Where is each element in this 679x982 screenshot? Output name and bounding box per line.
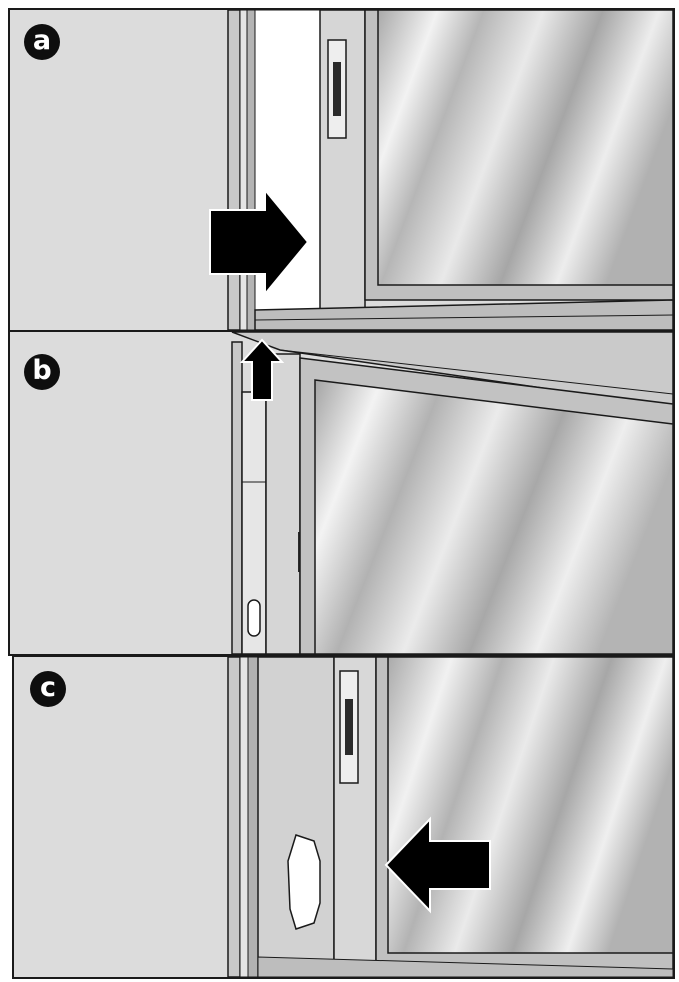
step-label-a: a — [24, 24, 60, 60]
latch-slot — [333, 62, 341, 116]
jamb-strip — [247, 657, 259, 977]
step-label-b: b — [24, 354, 60, 390]
bottom-rail — [257, 956, 673, 977]
latch-slot — [345, 699, 353, 755]
panel-b: b — [8, 330, 675, 656]
jamb-strip — [231, 341, 243, 654]
glass-pane — [314, 379, 673, 654]
panel-b-illustration — [10, 332, 673, 654]
handle-cutout — [247, 599, 261, 637]
handle-cutout — [287, 834, 321, 930]
glass-pane — [377, 10, 673, 286]
glass-pane — [387, 657, 673, 954]
jamb-strip — [239, 10, 248, 330]
bottom-rail — [254, 299, 673, 330]
jamb-strip — [239, 657, 249, 977]
rail-edge — [279, 349, 673, 395]
jamb-strip — [246, 10, 256, 330]
panel-c: c — [12, 655, 675, 979]
jamb-strip — [227, 10, 241, 330]
panel-c-illustration — [14, 657, 673, 977]
rail-edge — [254, 314, 673, 321]
arrow-up-icon — [239, 338, 285, 401]
jamb-strip — [227, 657, 241, 977]
panel-a: a — [8, 8, 675, 332]
arrow-right-icon — [209, 187, 310, 297]
wall — [14, 657, 228, 977]
wall — [10, 10, 230, 330]
panel-a-illustration — [10, 10, 673, 330]
arrow-left-icon — [384, 816, 491, 914]
step-label-c: c — [30, 671, 66, 707]
